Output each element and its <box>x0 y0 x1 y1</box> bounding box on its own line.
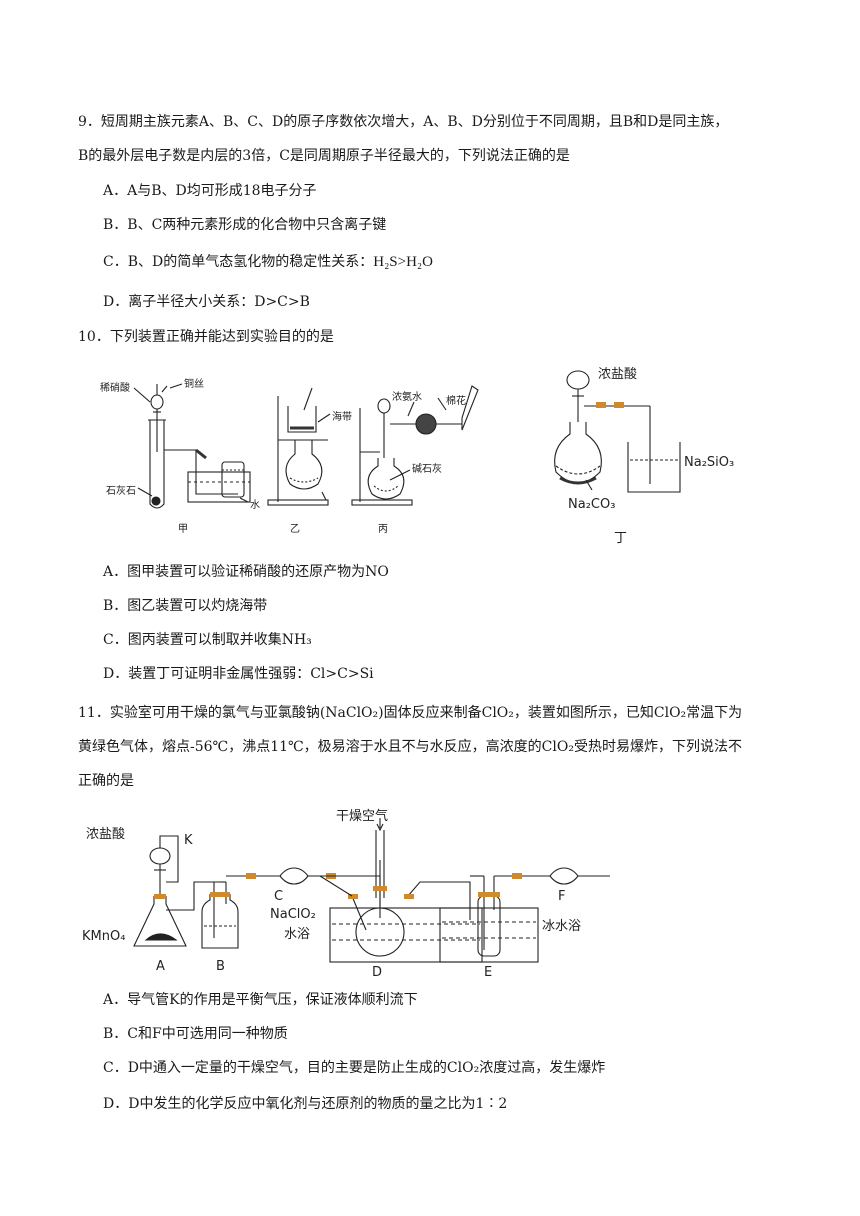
caption-jia: 甲 <box>178 524 188 535</box>
q11-stem-line2: 黄绿色气体，熔点-56℃，沸点11℃，极易溶于水且不与水反应，高浓度的ClO₂受… <box>78 739 742 755</box>
q11-option-c: C．D中通入一定量的干燥空气，目的主要是防止生成的ClO₂浓度过高，发生爆炸 <box>103 1060 606 1076</box>
label-q11-f: F <box>558 889 565 904</box>
q9-option-d: D．离子半径大小关系：D>C>B <box>103 294 310 310</box>
apparatus-a <box>133 835 220 947</box>
apparatus-jia <box>133 383 251 509</box>
label-jia-wire: 铜丝 <box>184 378 204 390</box>
caption-ding: 丁 <box>614 531 627 546</box>
q9-option-a: A．A与B、D均可形成18电子分子 <box>103 183 317 199</box>
label-ding-carbonate: Na₂CO₃ <box>568 497 615 512</box>
q11-apparatus-figure: 浓盐酸 K 干燥空气 KMnO₄ NaClO₂ 水浴 冰水浴 A B C D E… <box>82 808 610 980</box>
label-bing-ammonia: 浓氨水 <box>392 390 422 403</box>
apparatus-f <box>549 867 610 885</box>
q10-option-b: B．图乙装置可以灼烧海带 <box>103 598 268 614</box>
q9-stem-line2: B的最外层电子数是内层的3倍，C是同周期原子半径最大的，下列说法正确的是 <box>78 148 570 164</box>
label-q11-k: K <box>184 833 193 848</box>
q10-stem: 10．下列装置正确并能达到实验目的的是 <box>78 329 334 345</box>
label-ding-acid: 浓盐酸 <box>598 367 637 382</box>
label-jia-stone: 石灰石 <box>106 484 136 497</box>
label-q11-b: B <box>216 959 225 974</box>
label-bing-soda: 碱石灰 <box>412 462 442 475</box>
label-yi-kelp: 海带 <box>332 410 352 423</box>
q9-option-c-formula: H₂S>H₂O <box>373 254 433 270</box>
apparatus-yi <box>267 387 331 506</box>
apparatus-b <box>201 875 270 949</box>
label-jia-acid: 稀硝酸 <box>100 381 130 394</box>
label-q11-d: D <box>372 965 382 980</box>
q9-option-b: B．B、C两种元素形成的化合物中只含离子键 <box>103 217 387 233</box>
label-q11-air: 干燥空气 <box>336 808 388 824</box>
q9-option-c: C．B、D的简单气态氢化物的稳定性关系：H₂S>H₂O <box>103 252 433 272</box>
label-ding-silicate: Na₂SiO₃ <box>684 455 734 470</box>
label-jia-water: 水 <box>250 499 260 511</box>
label-q11-acid: 浓盐酸 <box>86 827 125 842</box>
q10-option-d: D．装置丁可证明非金属性强弱：Cl>C>Si <box>103 666 374 682</box>
q10-option-a: A．图甲装置可以验证稀硝酸的还原产物为NO <box>103 564 389 580</box>
q11-stem-line3: 正确的是 <box>78 773 134 789</box>
q9-option-c-text: C．B、D的简单气态氢化物的稳定性关系： <box>103 254 374 270</box>
q9-stem-line1: 9．短周期主族元素A、B、C、D的原子序数依次增大，A、B、D分别位于不同周期，… <box>78 114 729 130</box>
label-q11-c: C <box>274 889 283 904</box>
q10-apparatus-figure: 稀硝酸 铜丝 石灰石 水 海带 浓氨水 棉花 碱石灰 甲 乙 丙 浓盐酸 Na₂… <box>100 367 734 546</box>
apparatus-e <box>439 873 550 963</box>
label-q11-kmno4: KMnO₄ <box>82 929 125 944</box>
label-q11-e: E <box>484 965 492 980</box>
q11-stem-line1: 11．实验室可用干燥的氯气与亚氯酸钠(NaClO₂)固体反应来制备ClO₂，装置… <box>78 705 743 721</box>
apparatus-bing <box>351 385 479 506</box>
label-q11-naclo2: NaClO₂ <box>270 907 316 922</box>
label-q11-a: A <box>156 959 165 974</box>
apparatus-ding <box>554 370 681 493</box>
q11-option-a: A．导气管K的作用是平衡气压，保证液体顺利流下 <box>103 992 418 1008</box>
caption-bing: 丙 <box>378 524 388 535</box>
caption-yi: 乙 <box>290 523 300 535</box>
label-bing-cotton: 棉花 <box>446 394 466 407</box>
apparatus-d <box>319 818 483 963</box>
label-q11-ice-bath: 冰水浴 <box>542 919 581 934</box>
q11-option-d: D．D中发生的化学反应中氧化剂与还原剂的物质的量之比为1∶2 <box>103 1096 508 1112</box>
q11-option-b: B．C和F中可选用同一种物质 <box>103 1026 288 1042</box>
q10-option-c: C．图丙装置可以制取并收集NH₃ <box>103 632 312 648</box>
label-q11-water-bath: 水浴 <box>284 927 310 942</box>
